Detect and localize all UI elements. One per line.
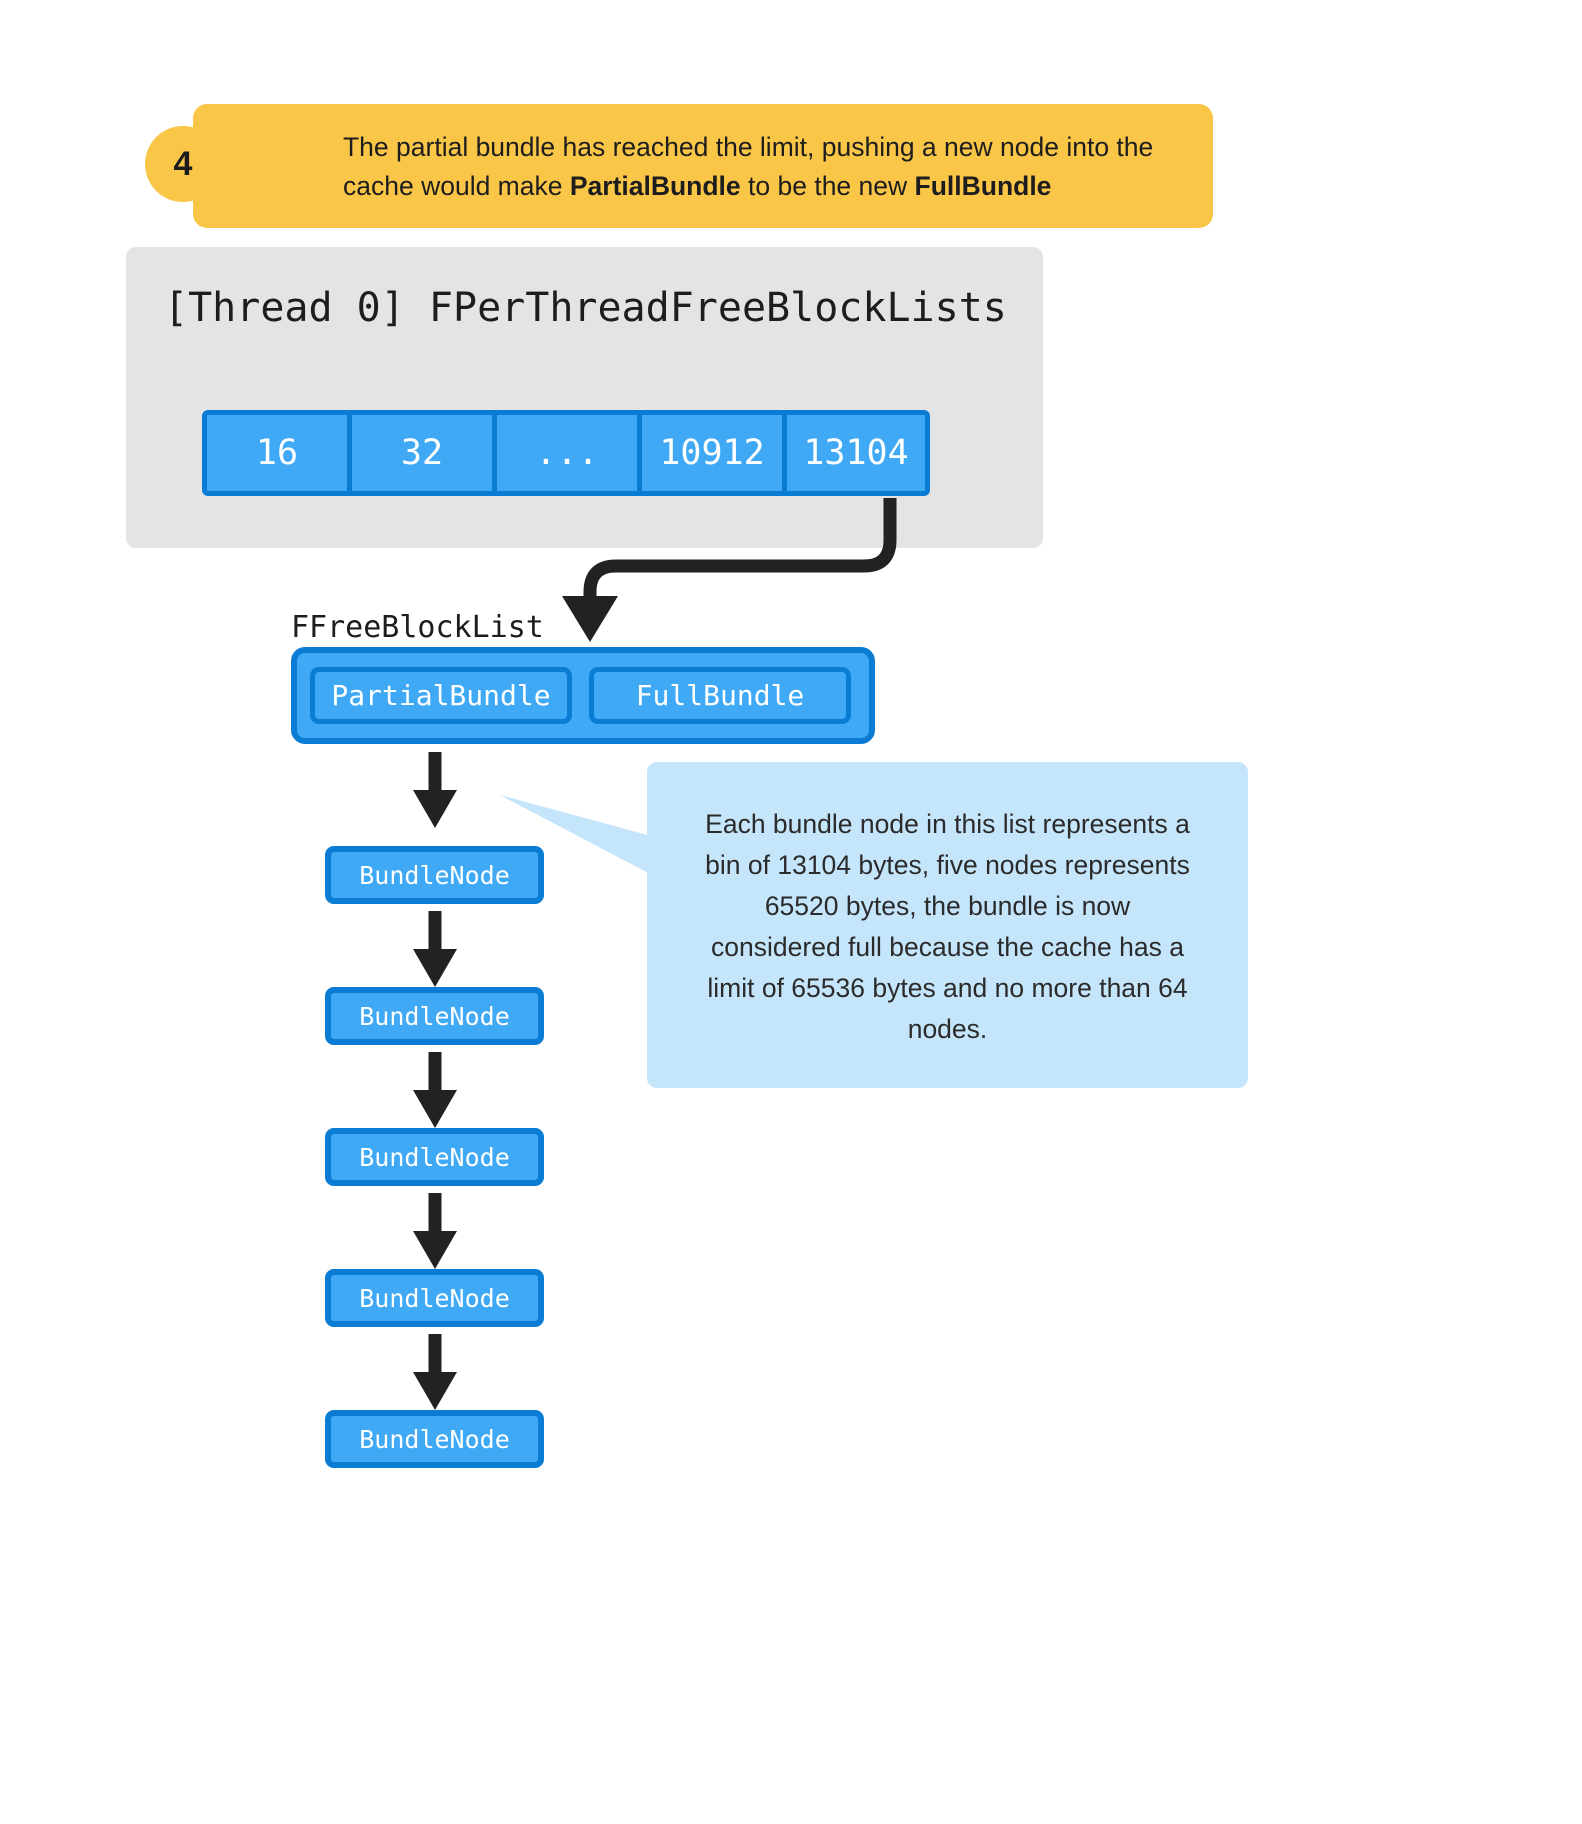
step-callout-bold-fullbundle: FullBundle — [914, 171, 1052, 201]
bundle-node[interactable]: BundleNode — [325, 846, 544, 904]
info-callout-line-4: considered full because the cache has a — [711, 932, 1184, 962]
info-callout-line-2: bin of 13104 bytes, five nodes represent… — [705, 850, 1190, 880]
step-callout-banner: The partial bundle has reached the limit… — [193, 104, 1213, 228]
bundle-node[interactable]: BundleNode — [325, 1128, 544, 1186]
info-callout-line-3: 65520 bytes, the bundle is now — [764, 891, 1131, 921]
bundle-node[interactable]: BundleNode — [325, 987, 544, 1045]
bin-cell[interactable]: ... — [492, 410, 642, 496]
step-callout-bold-partialbundle: PartialBundle — [569, 171, 741, 201]
chain-arrow-icon — [413, 752, 457, 828]
bundle-node[interactable]: BundleNode — [325, 1269, 544, 1327]
step-callout-line-1: The partial bundle has reached the limit… — [343, 132, 1154, 162]
bin-cell[interactable]: 16 — [202, 410, 352, 496]
info-callout-line-5: limit of 65536 bytes and no more than 64 — [707, 973, 1188, 1003]
partial-bundle-box[interactable]: PartialBundle — [310, 667, 572, 724]
info-callout-tail-icon — [500, 795, 655, 875]
chain-arrow-icon — [413, 1052, 457, 1128]
info-callout-line-6: nodes. — [907, 1014, 988, 1044]
step-callout-line2-mid: to be the new — [740, 171, 915, 201]
full-bundle-box[interactable]: FullBundle — [589, 667, 851, 724]
ffreeblocklist-label: FFreeBlockList — [291, 610, 544, 645]
bin-cell[interactable]: 32 — [347, 410, 497, 496]
info-callout: Each bundle node in this list represents… — [647, 762, 1248, 1088]
bin-to-list-arrow-icon — [562, 498, 897, 642]
step-number-badge: 4 — [145, 126, 221, 202]
step-callout-line2-pre: cache would make — [343, 171, 570, 201]
bin-cell[interactable]: 13104 — [782, 410, 930, 496]
info-callout-line-1: Each bundle node in this list represents… — [705, 809, 1190, 839]
step-callout-line-2: cache would make PartialBundle to be the… — [343, 167, 1183, 206]
chain-arrow-icon — [413, 911, 457, 987]
chain-arrow-icon — [413, 1193, 457, 1269]
per-thread-free-block-lists-container: [Thread 0] FPerThreadFreeBlockLists 16 3… — [126, 247, 1043, 548]
bundle-node[interactable]: BundleNode — [325, 1410, 544, 1468]
ffreeblocklist-container: PartialBundle FullBundle — [291, 647, 875, 744]
chain-arrow-icon — [413, 1334, 457, 1410]
bin-cell[interactable]: 10912 — [637, 410, 787, 496]
thread-title: [Thread 0] FPerThreadFreeBlockLists — [164, 285, 1007, 331]
bin-size-row: 16 32 ... 10912 13104 — [202, 410, 930, 496]
